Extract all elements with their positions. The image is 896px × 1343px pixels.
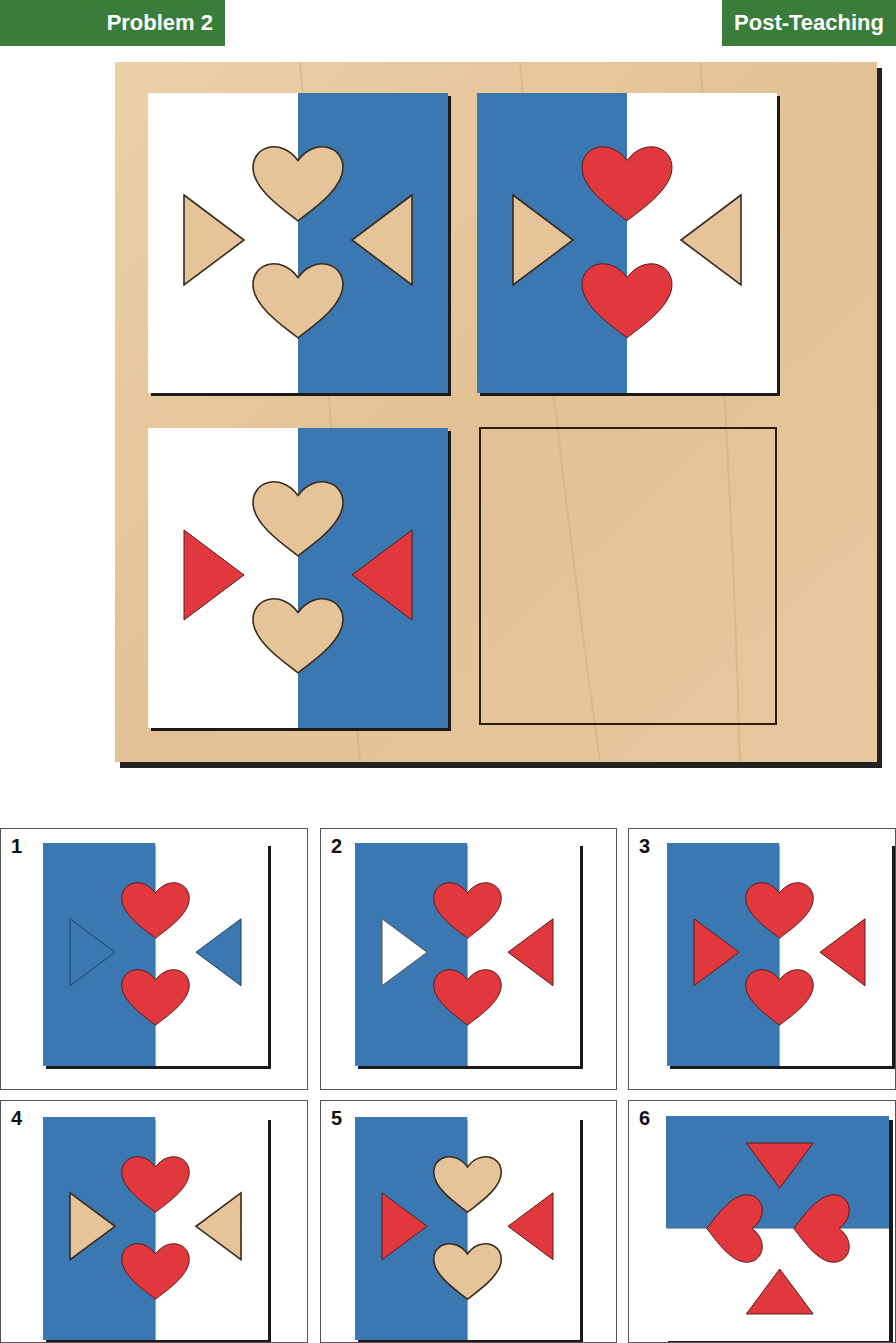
heart-shape [434, 1157, 502, 1212]
wooden-board [115, 62, 877, 762]
option-number: 3 [637, 835, 652, 858]
option-number: 2 [329, 835, 344, 858]
heart-shape [253, 147, 343, 221]
tile-half [298, 428, 448, 728]
tile-half [780, 843, 893, 1066]
tile-half [43, 843, 156, 1066]
heart-shape [582, 264, 672, 338]
option-number: 5 [329, 1107, 344, 1130]
tile-half [298, 93, 448, 393]
option-box: 4 [0, 1100, 308, 1343]
heart-shape [434, 970, 502, 1025]
option-number: 1 [9, 835, 24, 858]
triangle-shape [746, 1269, 813, 1314]
tile-half [477, 93, 627, 393]
tile-half [666, 1229, 889, 1342]
triangle-shape [184, 195, 244, 285]
heart-shape [582, 147, 672, 221]
title-banner: Problem 2 [0, 0, 225, 46]
tile [43, 1117, 268, 1340]
heart-shape [122, 883, 190, 938]
tile-half [468, 843, 581, 1066]
banner-text: Problem 2 [107, 10, 213, 36]
tile [148, 428, 448, 728]
option-box: 1 [0, 828, 308, 1090]
option-number: 4 [9, 1107, 24, 1130]
heart-shape [707, 1195, 762, 1263]
triangle-shape [352, 530, 412, 620]
triangle-shape [694, 919, 739, 986]
heart-shape [253, 482, 343, 556]
heart-shape [746, 883, 814, 938]
tile [355, 1117, 580, 1340]
tile-half [156, 843, 269, 1066]
triangle-shape [508, 919, 553, 986]
triangle-shape [382, 1193, 427, 1260]
tile-half [666, 1116, 889, 1229]
triangle-shape [820, 919, 865, 986]
tile-half [43, 1117, 156, 1340]
tile-half [355, 1117, 468, 1340]
triangle-shape [196, 1193, 241, 1260]
heart-shape [122, 1244, 190, 1299]
heart-shape [122, 970, 190, 1025]
empty-slot [480, 428, 776, 724]
tile-half [148, 93, 298, 393]
tile-half [148, 428, 298, 728]
triangle-shape [513, 195, 573, 285]
triangle-shape [70, 1193, 115, 1260]
heart-shape [434, 1244, 502, 1299]
heart-shape [122, 1157, 190, 1212]
triangle-shape [508, 1193, 553, 1260]
triangle-shape [352, 195, 412, 285]
stage-banner: Post-Teaching [722, 0, 896, 46]
tile-half [468, 1117, 581, 1340]
tile [43, 843, 268, 1066]
triangle-shape [196, 919, 241, 986]
tile-half [667, 843, 780, 1066]
triangle-shape [681, 195, 741, 285]
tile [667, 843, 892, 1066]
triangle-shape [382, 919, 427, 986]
option-number: 6 [637, 1107, 652, 1130]
tile [355, 843, 580, 1066]
tile [477, 93, 777, 393]
tile-half [627, 93, 777, 393]
heart-shape [794, 1195, 849, 1263]
triangle-shape [746, 1143, 813, 1188]
triangle-shape [70, 919, 115, 986]
heart-shape [434, 883, 502, 938]
banner-text: Post-Teaching [734, 10, 884, 36]
heart-shape [253, 599, 343, 673]
option-box: 2 [320, 828, 617, 1090]
tile [666, 1116, 889, 1341]
option-box: 5 [320, 1100, 617, 1343]
option-box: 6 [628, 1100, 896, 1343]
tile-half [156, 1117, 269, 1340]
triangle-shape [184, 530, 244, 620]
option-box: 3 [628, 828, 896, 1090]
heart-shape [746, 970, 814, 1025]
heart-shape [253, 264, 343, 338]
tile [148, 93, 448, 393]
tile-half [355, 843, 468, 1066]
